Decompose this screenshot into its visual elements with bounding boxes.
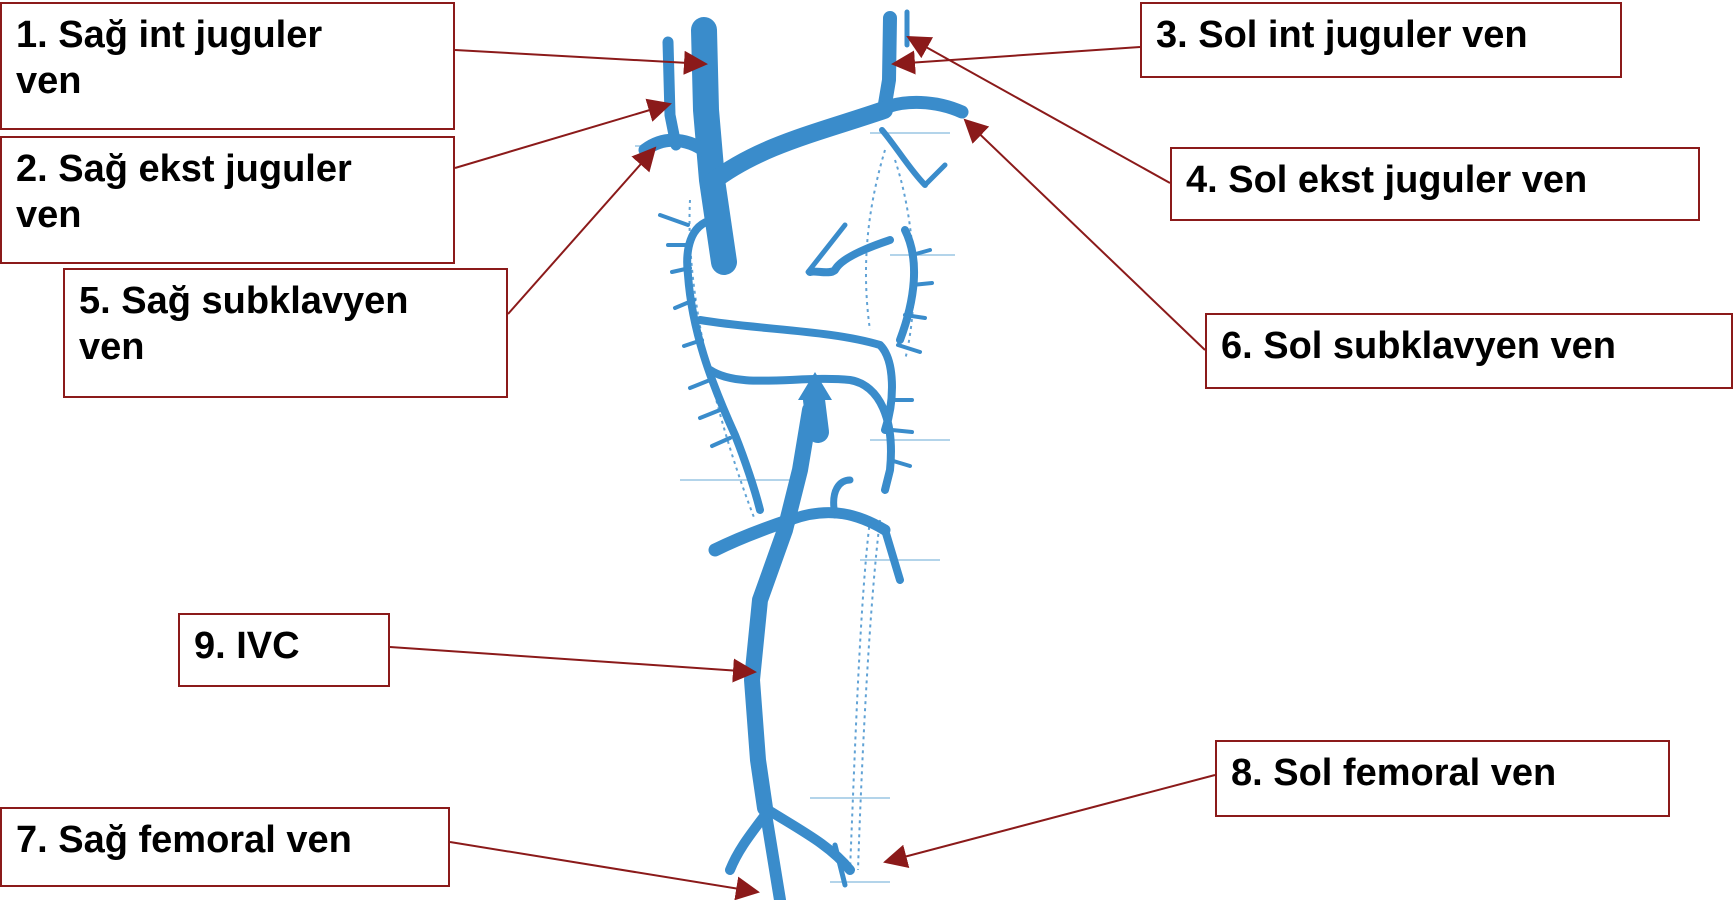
- arrow-5: [508, 148, 655, 314]
- label-text: 7. Sağ femoral ven: [16, 819, 352, 861]
- left-subclavian-vein: [884, 102, 962, 112]
- label-text: 2. Sağ ekst juguler ven: [16, 148, 352, 236]
- label-text: 1. Sağ int juguler ven: [16, 14, 322, 102]
- right-external-jugular-vein: [668, 42, 676, 145]
- arrow-6: [965, 120, 1205, 350]
- left-brachiocephalic-vein: [712, 110, 884, 182]
- label-text: 6. Sol subklavyen ven: [1221, 325, 1616, 367]
- right-femoral-vein: [765, 808, 780, 900]
- label-text: 4. Sol ekst juguler ven: [1186, 159, 1587, 201]
- label-sag-ekst-juguler: 2. Sağ ekst juguler ven: [0, 136, 455, 264]
- label-sag-femoral: 7. Sağ femoral ven: [0, 807, 450, 887]
- arrow-7: [450, 842, 758, 892]
- label-text: 5. Sağ subklavyen ven: [79, 280, 409, 368]
- inferior-vena-cava: [752, 410, 810, 808]
- label-sol-int-juguler: 3. Sol int juguler ven: [1140, 2, 1622, 78]
- label-sol-subklavyen: 6. Sol subklavyen ven: [1205, 313, 1733, 389]
- label-sag-subklavyen: 5. Sağ subklavyen ven: [63, 268, 508, 398]
- label-sol-femoral: 8. Sol femoral ven: [1215, 740, 1670, 817]
- label-sag-int-juguler: 1. Sağ int juguler ven: [0, 2, 455, 130]
- arrow-8: [885, 775, 1215, 862]
- label-ivc: 9. IVC: [178, 613, 390, 687]
- left-internal-jugular-vein: [884, 18, 890, 110]
- label-sol-ekst-juguler: 4. Sol ekst juguler ven: [1170, 147, 1700, 221]
- arrow-2: [455, 104, 670, 168]
- arrow-9: [390, 647, 755, 672]
- label-text: 8. Sol femoral ven: [1231, 752, 1556, 794]
- veins: [645, 12, 962, 900]
- label-text: 3. Sol int juguler ven: [1156, 14, 1528, 56]
- label-text: 9. IVC: [194, 625, 300, 667]
